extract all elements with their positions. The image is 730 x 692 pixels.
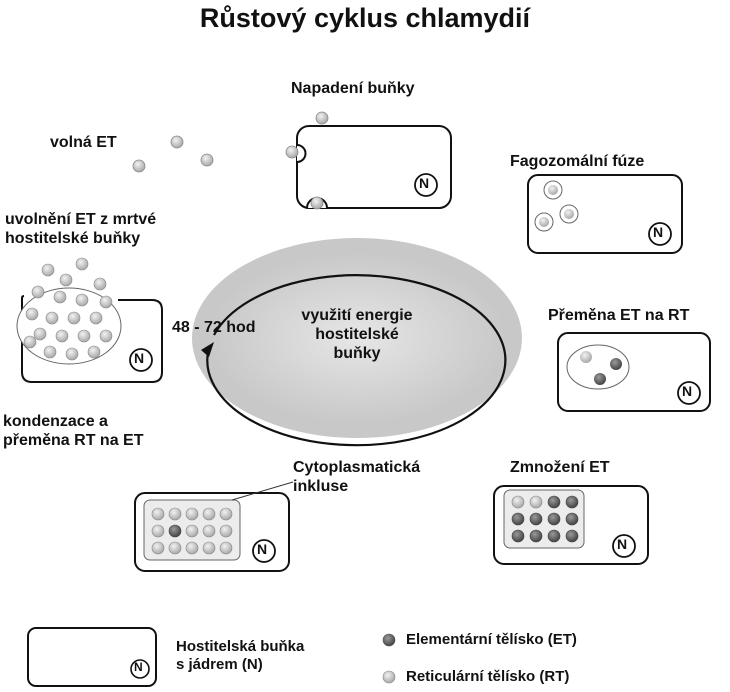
rt-particle <box>77 329 91 343</box>
label-condense: kondenzace a přeměna RT na ET <box>3 412 143 450</box>
legend-host-cell-line-1: Hostitelská buňka <box>176 638 305 655</box>
rt-particle <box>529 495 543 509</box>
legend-rt-label: Reticulární tělísko (RT) <box>406 668 570 685</box>
label-release-line-2: hostitelské buňky <box>5 230 141 248</box>
rt-particle <box>41 263 55 277</box>
cycle-center-line-3: buňky <box>333 345 381 363</box>
rt-particle <box>23 335 37 349</box>
cell-release <box>16 257 163 383</box>
label-condense-line-1: kondenzace a <box>3 413 108 430</box>
nucleus-label-fusion: N <box>653 224 664 240</box>
page-title: Růstový cyklus chlamydií <box>199 3 531 33</box>
rt-particle <box>65 347 79 361</box>
cell-inclusion <box>134 481 294 572</box>
nucleus-label-attack: N <box>419 175 430 191</box>
label-release: uvolnění ET z mrtvé hostitelské buňky <box>5 210 156 248</box>
cell-fusion <box>527 174 683 254</box>
nucleus-label-inclusion: N <box>257 541 268 557</box>
legend-et-dot <box>382 633 396 647</box>
rt-particle <box>151 507 165 521</box>
et-particle <box>547 529 561 543</box>
rt-particle <box>67 311 81 325</box>
rt-particle <box>89 311 103 325</box>
rt-particle <box>87 345 101 359</box>
rt-particle <box>25 307 39 321</box>
rt-particle <box>55 329 69 343</box>
rt-particle <box>219 524 233 538</box>
legend-rt-dot <box>382 670 396 684</box>
label-multiply: Zmnožení ET <box>510 459 610 476</box>
rt-particle <box>33 327 47 341</box>
rt-particle <box>99 295 113 309</box>
et-particle <box>529 529 543 543</box>
label-free-et: volná ET <box>50 134 117 151</box>
rt-particle <box>511 495 525 509</box>
et-particle <box>168 524 182 538</box>
rt-particle <box>185 507 199 521</box>
rt-particle <box>59 273 73 287</box>
rt-particle <box>219 541 233 555</box>
cell-multiply <box>493 485 649 565</box>
cell-attack <box>285 111 452 210</box>
rt-particle <box>53 290 67 304</box>
label-transform: Přeměna ET na RT <box>548 307 690 324</box>
rt-particle <box>31 285 45 299</box>
label-attack: Napadení buňky <box>291 80 415 97</box>
rt-particle <box>151 541 165 555</box>
label-inclusion-line-1: Cytoplasmatická <box>293 459 421 476</box>
legend-host-cell-line-2: s jádrem (N) <box>176 656 263 673</box>
label-release-line-1: uvolnění ET z mrtvé <box>5 211 157 228</box>
rt-particle <box>202 524 216 538</box>
rt-particle <box>202 541 216 555</box>
cycle-center-line-1: využití energie <box>301 307 413 324</box>
rt-particle <box>75 257 89 271</box>
legend-host-cell-label: Hostitelská buňka s jádrem (N) <box>176 638 304 674</box>
rt-particle <box>45 311 59 325</box>
et-particle <box>565 512 579 526</box>
rt-particle <box>185 524 199 538</box>
legend-et-label: Elementární tělísko (ET) <box>406 631 577 648</box>
nucleus-label-multiply: N <box>617 536 628 552</box>
et-particle <box>511 512 525 526</box>
rt-particle <box>168 541 182 555</box>
rt-particle <box>75 293 89 307</box>
et-particle <box>547 512 561 526</box>
rt-particle <box>219 507 233 521</box>
rt-particle <box>43 345 57 359</box>
cycle-duration: 48 - 72 hod <box>172 319 256 336</box>
label-inclusion: Cytoplasmatická inkluse <box>293 458 420 496</box>
et-particle <box>565 529 579 543</box>
rt-particle <box>151 524 165 538</box>
cell-transform <box>557 332 711 412</box>
et-particle <box>547 495 561 509</box>
label-inclusion-line-2: inkluse <box>293 478 349 496</box>
label-condense-line-2: přeměna RT na ET <box>3 432 144 450</box>
legend-cell <box>27 627 157 687</box>
et-particle <box>529 512 543 526</box>
rt-particle <box>185 541 199 555</box>
rt-particle <box>93 277 107 291</box>
rt-particle <box>168 507 182 521</box>
rt-particle <box>202 507 216 521</box>
nucleus-label-legend: N <box>134 660 143 674</box>
label-fusion: Fagozomální fúze <box>510 153 645 170</box>
nucleus-label-transform: N <box>682 383 693 399</box>
cycle-arrowhead <box>201 342 214 357</box>
rt-particle <box>99 329 113 343</box>
nucleus-label-release: N <box>134 350 145 366</box>
et-particle <box>511 529 525 543</box>
cycle-center-text: využití energie hostitelské buňky <box>282 306 432 364</box>
free-et-dots <box>132 135 214 173</box>
et-particle <box>565 495 579 509</box>
cycle-inner <box>207 252 507 424</box>
cycle-center-line-2: hostitelské <box>315 326 399 344</box>
cycle-arrow <box>206 274 507 447</box>
